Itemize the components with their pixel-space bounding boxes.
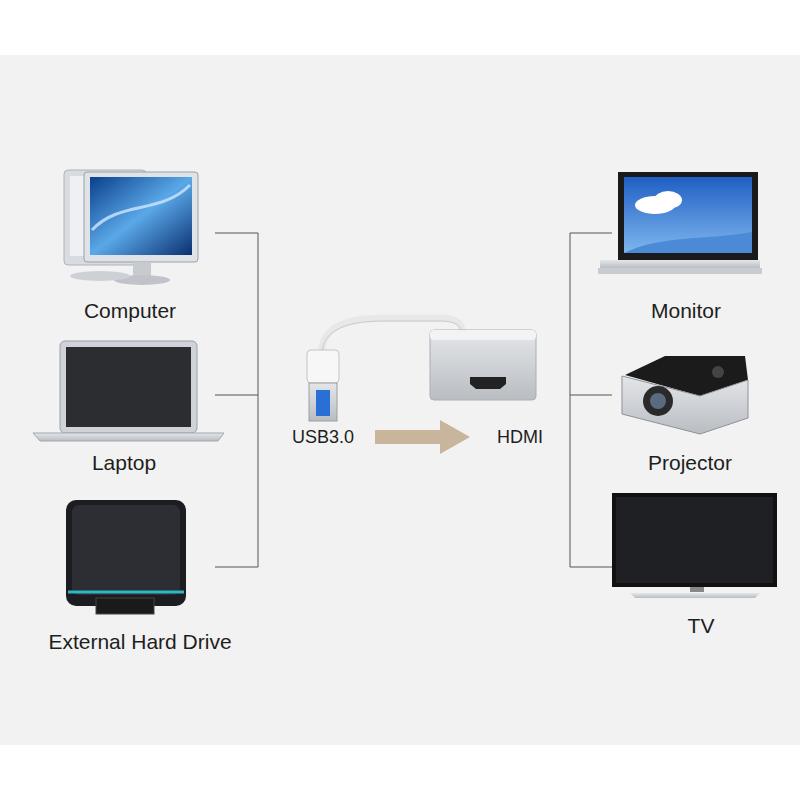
device-label: TV [688, 614, 715, 638]
adapter-icon [307, 318, 536, 421]
device-label: Computer [84, 299, 177, 323]
device-box: Laptop [88, 449, 161, 478]
device-box: Projector [644, 449, 737, 478]
arrow [375, 420, 470, 454]
bracket [215, 233, 612, 567]
tv-icon [612, 493, 777, 598]
hard-drive-icon [66, 500, 186, 614]
port-label: HDMI [497, 427, 543, 448]
device-label: Projector [648, 451, 733, 475]
monitor-icon [598, 172, 762, 274]
port-label: USB3.0 [292, 427, 354, 448]
device-label: Monitor [651, 299, 722, 323]
device-label: Laptop [92, 451, 157, 475]
device-box: External Hard Drive [44, 628, 236, 657]
device-box: TV [684, 612, 719, 641]
projector-icon [622, 356, 748, 434]
background-panel [0, 55, 800, 745]
computer-icon [64, 170, 198, 285]
device-box: Computer [80, 297, 181, 326]
device-box: Monitor [647, 297, 726, 326]
device-label: External Hard Drive [48, 630, 232, 654]
laptop-icon [33, 341, 224, 441]
